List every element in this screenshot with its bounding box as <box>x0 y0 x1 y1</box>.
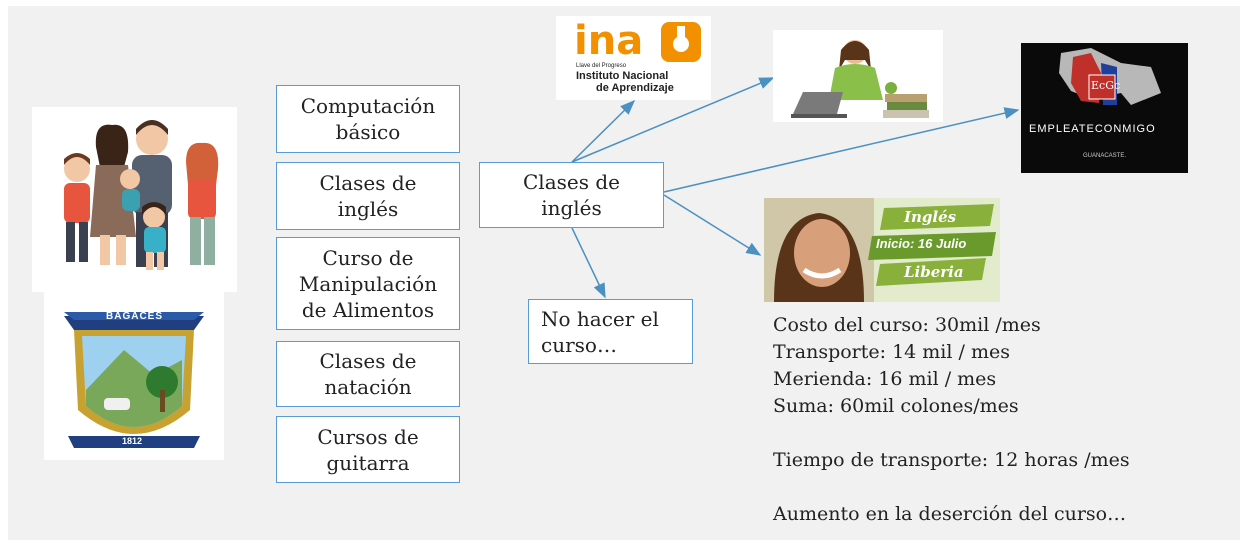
ad-place: Liberia <box>904 263 964 281</box>
ina-logo-tagline: Llave del Progreso <box>576 63 627 69</box>
detail-tiempo-transporte: Tiempo de transporte: 12 horas /mes <box>773 449 1130 471</box>
family-illustration <box>32 107 237 292</box>
crest-banner-text: BAGACES <box>106 311 164 322</box>
no-hacer-el-curso-node[interactable]: No hacer el curso… <box>528 299 693 364</box>
ad-title: Inglés <box>904 208 957 226</box>
crest-year-text: 1812 <box>122 436 143 446</box>
ina-logo-line1: Instituto Nacional <box>576 70 669 82</box>
option-clases-de-ingles[interactable]: Clases de inglés <box>276 162 460 230</box>
detail-suma: Suma: 60mil colones/mes <box>773 395 1019 417</box>
empleate-word: EMPLEATECONMIGO <box>1029 123 1156 135</box>
english-course-ad: Inglés Inicio: 16 Julio Liberia <box>764 198 1000 302</box>
ina-logo-line2: de Aprendizaje <box>596 82 674 94</box>
ina-logo: ina Llave del Progreso Instituto Naciona… <box>556 16 711 100</box>
center-node-clases-de-ingles[interactable]: Clases de inglés <box>479 162 664 228</box>
option-curso-manipulacion-alimentos[interactable]: Curso de Manipulación de Alimentos <box>276 237 460 330</box>
empleate-sub: GUANACASTE. <box>1083 153 1127 159</box>
detail-desercion: Aumento en la deserción del curso… <box>773 503 1127 525</box>
option-cursos-de-guitarra[interactable]: Cursos de guitarra <box>276 416 460 483</box>
ina-logo-word: ina <box>574 18 644 64</box>
option-clases-de-natacion[interactable]: Clases de natación <box>276 341 460 407</box>
arrow-to-student <box>571 77 775 163</box>
detail-costo: Costo del curso: 30mil /mes <box>773 314 1041 336</box>
student-laptop-photo <box>773 30 943 122</box>
empleate-conmigo-logo: EcGc EMPLEATECONMIGO GUANACASTE. <box>1021 43 1188 173</box>
detail-merienda: Merienda: 16 mil / mes <box>773 368 997 390</box>
arrow-to-ina <box>571 99 636 163</box>
detail-transporte: Transporte: 14 mil / mes <box>773 341 1010 363</box>
arrow-to-no-course <box>571 227 606 299</box>
bagaces-crest: BAGACES 1812 <box>44 290 224 460</box>
empleate-letters: EcGc <box>1091 79 1121 92</box>
ad-start-date: Inicio: 16 Julio <box>876 236 967 251</box>
arrow-to-english-ad <box>663 194 762 256</box>
arrow-to-empleate <box>663 107 1020 193</box>
option-computacion-basico[interactable]: Computación básico <box>276 85 460 153</box>
